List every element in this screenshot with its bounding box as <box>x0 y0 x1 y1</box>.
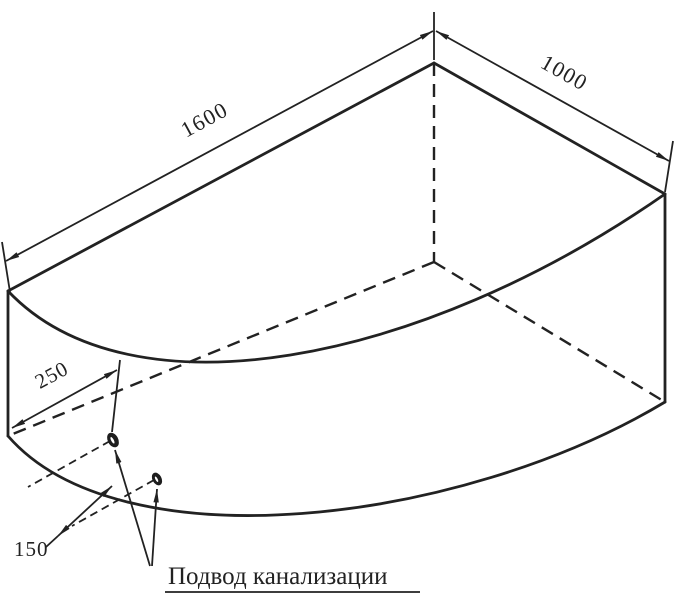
dimension-label-1000: 1000 <box>537 49 593 95</box>
hidden-bottom-right-edge <box>433 260 666 404</box>
dimension-line-250 <box>11 369 118 429</box>
dimension-line-1600 <box>5 30 434 262</box>
dimension-label-1600: 1600 <box>176 96 232 142</box>
sewer-annotation-label: Подвод канализации <box>168 563 387 590</box>
dimension-label-250: 250 <box>31 356 73 394</box>
hidden-edges <box>7 63 666 438</box>
bottom-rim-curve <box>6 400 667 517</box>
dashed-extension-drain-1 <box>27 440 111 488</box>
sewer-annotation: Подвод канализации <box>114 449 420 593</box>
extension-line-left <box>1 241 11 293</box>
dimension-leader-150 <box>45 535 59 548</box>
dimension-drain-spacing: 150 <box>14 440 155 561</box>
dimension-label-150: 150 <box>14 537 49 561</box>
tub-outline <box>6 61 667 517</box>
leader-arrow-2 <box>151 488 159 567</box>
hidden-bottom-left-edge <box>7 260 435 438</box>
drain-hole-1 <box>107 432 119 448</box>
top-left-rim-edge <box>6 61 436 293</box>
top-rim-curve <box>6 192 667 364</box>
dimension-length: 1600 <box>1 12 435 293</box>
top-right-rim-edge <box>432 61 667 196</box>
dimension-line-1000 <box>435 30 670 162</box>
extension-line-right <box>664 140 674 193</box>
dimension-drain-offset: 250 <box>11 356 121 433</box>
drain-holes <box>107 432 163 486</box>
dimension-line-150 <box>57 485 113 537</box>
leader-arrow-1 <box>114 449 151 567</box>
drain-hole-1-opening <box>110 437 115 444</box>
drain-hole-2 <box>151 472 163 486</box>
dimension-width: 1000 <box>435 30 674 193</box>
drain-hole-2-opening <box>154 476 159 482</box>
